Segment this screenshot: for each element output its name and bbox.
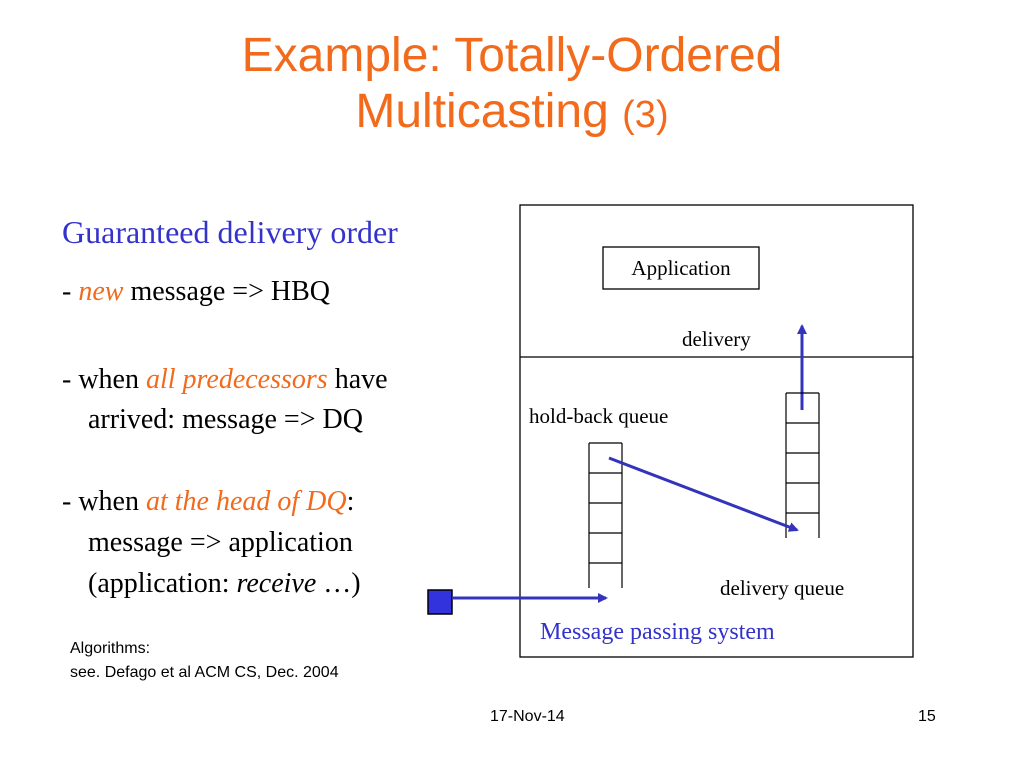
bullet-3-line-3-suffix: …) — [316, 568, 361, 599]
footer-date: 17-Nov-14 — [490, 708, 565, 725]
title-number: (3) — [622, 94, 669, 136]
algorithms-label: Algorithms: — [70, 640, 151, 657]
bullet-1-rest: message => HBQ — [123, 276, 330, 307]
bullet-2-rest: have — [327, 364, 388, 395]
algorithms-reference: see. Defago et al ACM CS, Dec. 2004 — [70, 664, 339, 681]
bullet-1-highlight: new — [78, 276, 124, 307]
bullet-3-rest: : — [346, 486, 355, 517]
bullet-2-prefix: - when — [62, 364, 146, 395]
application-label: Application — [631, 256, 731, 280]
system-frame — [519, 204, 914, 658]
incoming-message-square[interactable] — [427, 589, 453, 615]
title-line-2: Multicasting (3) — [0, 84, 1024, 143]
bullet-2-highlight: all predecessors — [145, 364, 328, 395]
title-line-1: Example: Totally-Ordered — [241, 29, 783, 82]
application-box[interactable] — [602, 246, 760, 290]
title-line-2-text: Multicasting — [355, 85, 609, 138]
bullet-head-of-dq: - when at the head of DQ: — [62, 486, 354, 518]
section-heading: Guaranteed delivery order — [62, 214, 398, 250]
bullet-3-line-2: message => application — [88, 527, 353, 558]
delivery-queue — [785, 392, 820, 538]
message-passing-system-label: Message passing system — [540, 619, 775, 645]
bullet-1-prefix: - — [62, 276, 79, 307]
hold-back-queue — [588, 442, 623, 588]
footer-page-number: 15 — [918, 708, 936, 725]
slide-title: Example: Totally-Ordered Multicasting (3… — [0, 28, 1024, 143]
delivery-label: delivery — [682, 327, 751, 351]
bullet-3-line-3-prefix: (application: — [88, 568, 237, 599]
transfer-arrow — [608, 456, 799, 532]
bullet-3-highlight: at the head of DQ — [145, 486, 347, 517]
bullet-3-receive: receive — [236, 568, 317, 599]
hold-back-queue-label: hold-back queue — [529, 404, 668, 428]
bullet-predecessors: - when all predecessors have — [62, 364, 388, 396]
bullet-3-prefix: - when — [62, 486, 146, 517]
delivery-queue-label: delivery queue — [720, 576, 844, 600]
bullet-new-message: - new message => HBQ — [62, 276, 330, 308]
bullet-3-line-3: (application: receive …) — [88, 568, 361, 600]
bullet-2-line-2: arrived: message => DQ — [88, 404, 363, 435]
